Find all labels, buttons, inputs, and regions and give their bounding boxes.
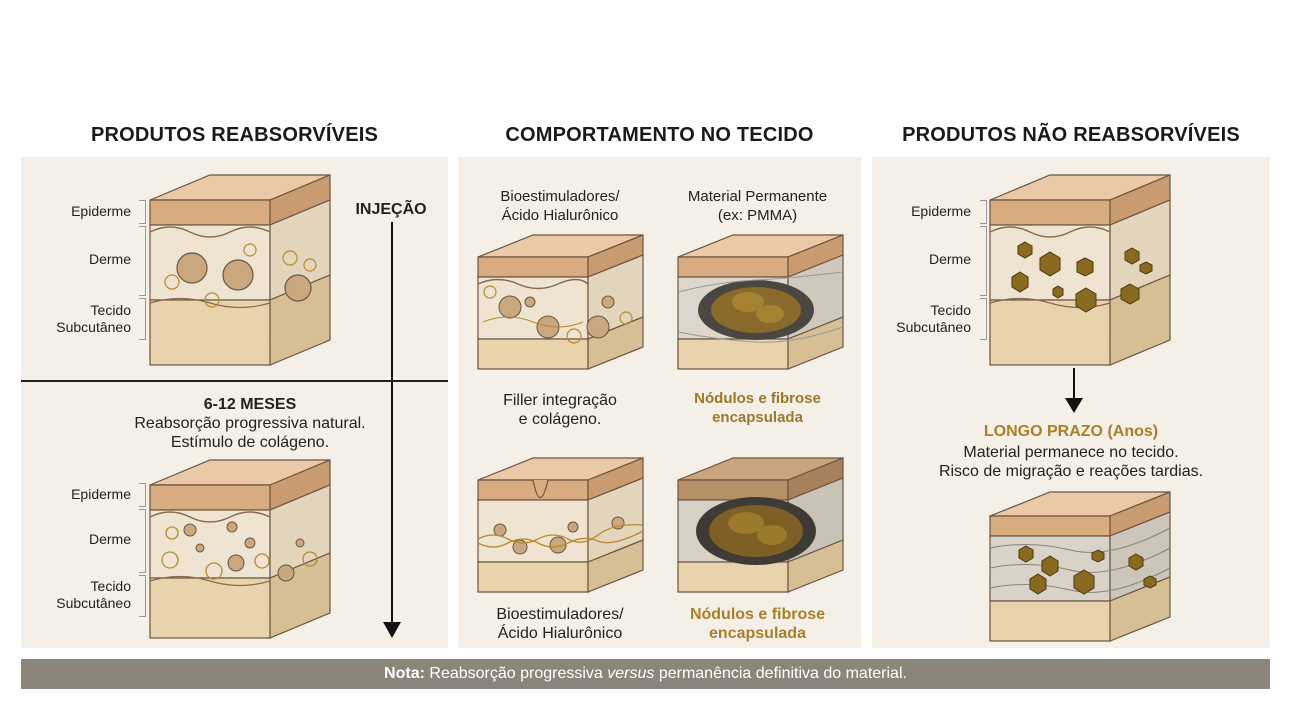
mid-filler-line-1: Filler integração (503, 392, 617, 409)
mid-top-right-line-2: (ex: PMMA) (717, 207, 798, 224)
mid-bottom-right-line-1: Nódulos e fibrose (689, 606, 826, 623)
months-heading: 6-12 MESES (203, 396, 297, 413)
mid-filler-line-2: e colágeno. (518, 411, 602, 428)
note-text-part-2: permanência definitiva do material. (654, 665, 907, 682)
mid-top-right-line-1: Material Permanente (687, 188, 828, 205)
mid-bottom-left-line-2: Ácido Hialurônico (497, 625, 623, 642)
derme-bracket-3 (980, 226, 987, 296)
skin-block-longterm (989, 491, 1171, 642)
months-line-2: Estímulo de colágeno. (170, 434, 330, 451)
skin-block-collagen (477, 457, 644, 593)
tecido-bracket-3 (980, 298, 987, 340)
injection-label: INJEÇÃO (355, 201, 427, 218)
skin-block-6-12-months (149, 459, 331, 639)
epiderme-label-3: Epiderme (911, 203, 971, 219)
skin-block-injection (149, 174, 331, 366)
skin-block-permanent (989, 174, 1171, 366)
note-prefix: Nota: (384, 665, 425, 682)
derme-bracket-2 (139, 509, 146, 573)
mid-filler-caption: Filler integração e colágeno. (465, 391, 655, 429)
mid-bottom-left-line-1: Bioestimuladores/ (496, 606, 624, 623)
mid-top-left-line-1: Bioestimuladores/ (500, 188, 620, 205)
mid-nodules-line-1: Nódulos e fibrose (694, 390, 821, 407)
tecido-bracket (139, 298, 146, 340)
mid-nodules-line-2: encapsulada (712, 409, 803, 426)
right-column-title: PRODUTOS NÃO REABSORVÍVEIS (902, 124, 1240, 146)
months-line-1: Reabsorção progressiva natural. (134, 415, 366, 432)
derme-bracket (139, 226, 146, 296)
derme-label: Derme (88, 251, 131, 267)
left-column-title: PRODUTOS REABSORVÍVEIS (90, 124, 379, 146)
epiderme-label-2: Epiderme (71, 486, 131, 502)
skin-block-filler (477, 234, 644, 370)
epiderme-label: Epiderme (71, 203, 131, 219)
derme-label-3: Derme (928, 251, 971, 267)
mid-bottom-left-caption: Bioestimuladores/Ácido Hialurônico (465, 605, 655, 643)
epiderme-bracket-3 (980, 200, 987, 224)
subcutaneo-word-3: Subcutâneo (896, 319, 971, 335)
note-text-part-1: Reabsorção progressiva (424, 665, 608, 682)
left-divider (21, 380, 448, 382)
note-italic-word: versus (607, 665, 655, 682)
note-bar: Nota: Reabsorção progressiva versus perm… (21, 659, 1270, 689)
tecido-word-2: Tecido (90, 578, 131, 594)
subcutaneo-word-2: Subcutâneo (56, 595, 131, 611)
mid-top-left-caption: Bioestimuladores/Ácido Hialurônico (465, 187, 655, 225)
longterm-line-1: Material permanece no tecido. (963, 444, 1179, 461)
middle-column-title: COMPORTAMENTO NO TECIDO (505, 124, 814, 146)
tecido-bracket-2 (139, 575, 146, 617)
subcutaneo-word: Subcutâneo (56, 319, 131, 335)
mid-bottom-right-line-2: encapsulada (709, 625, 806, 642)
mid-bottom-right-caption: Nódulos e fibrose encapsulada (660, 605, 855, 643)
tecido-word-3: Tecido (930, 302, 971, 318)
mid-nodules-caption: Nódulos e fibrose encapsulada (660, 389, 855, 427)
skin-block-pmma (677, 234, 844, 370)
timeline-arrow (383, 222, 401, 638)
mid-top-right-caption: Material Permanente (ex: PMMA) (660, 187, 855, 225)
mid-top-left-line-2: Ácido Hialurônico (501, 207, 619, 224)
longterm-line-2: Risco de migração e reações tardias. (938, 463, 1204, 480)
derme-label-2: Derme (88, 531, 131, 547)
epiderme-bracket (139, 200, 146, 224)
down-arrow-icon (1065, 368, 1083, 413)
skin-block-fibrosis (677, 457, 844, 593)
tecido-word: Tecido (90, 302, 131, 318)
epiderme-bracket-2 (139, 483, 146, 507)
longterm-heading: LONGO PRAZO (Anos) (983, 423, 1159, 440)
